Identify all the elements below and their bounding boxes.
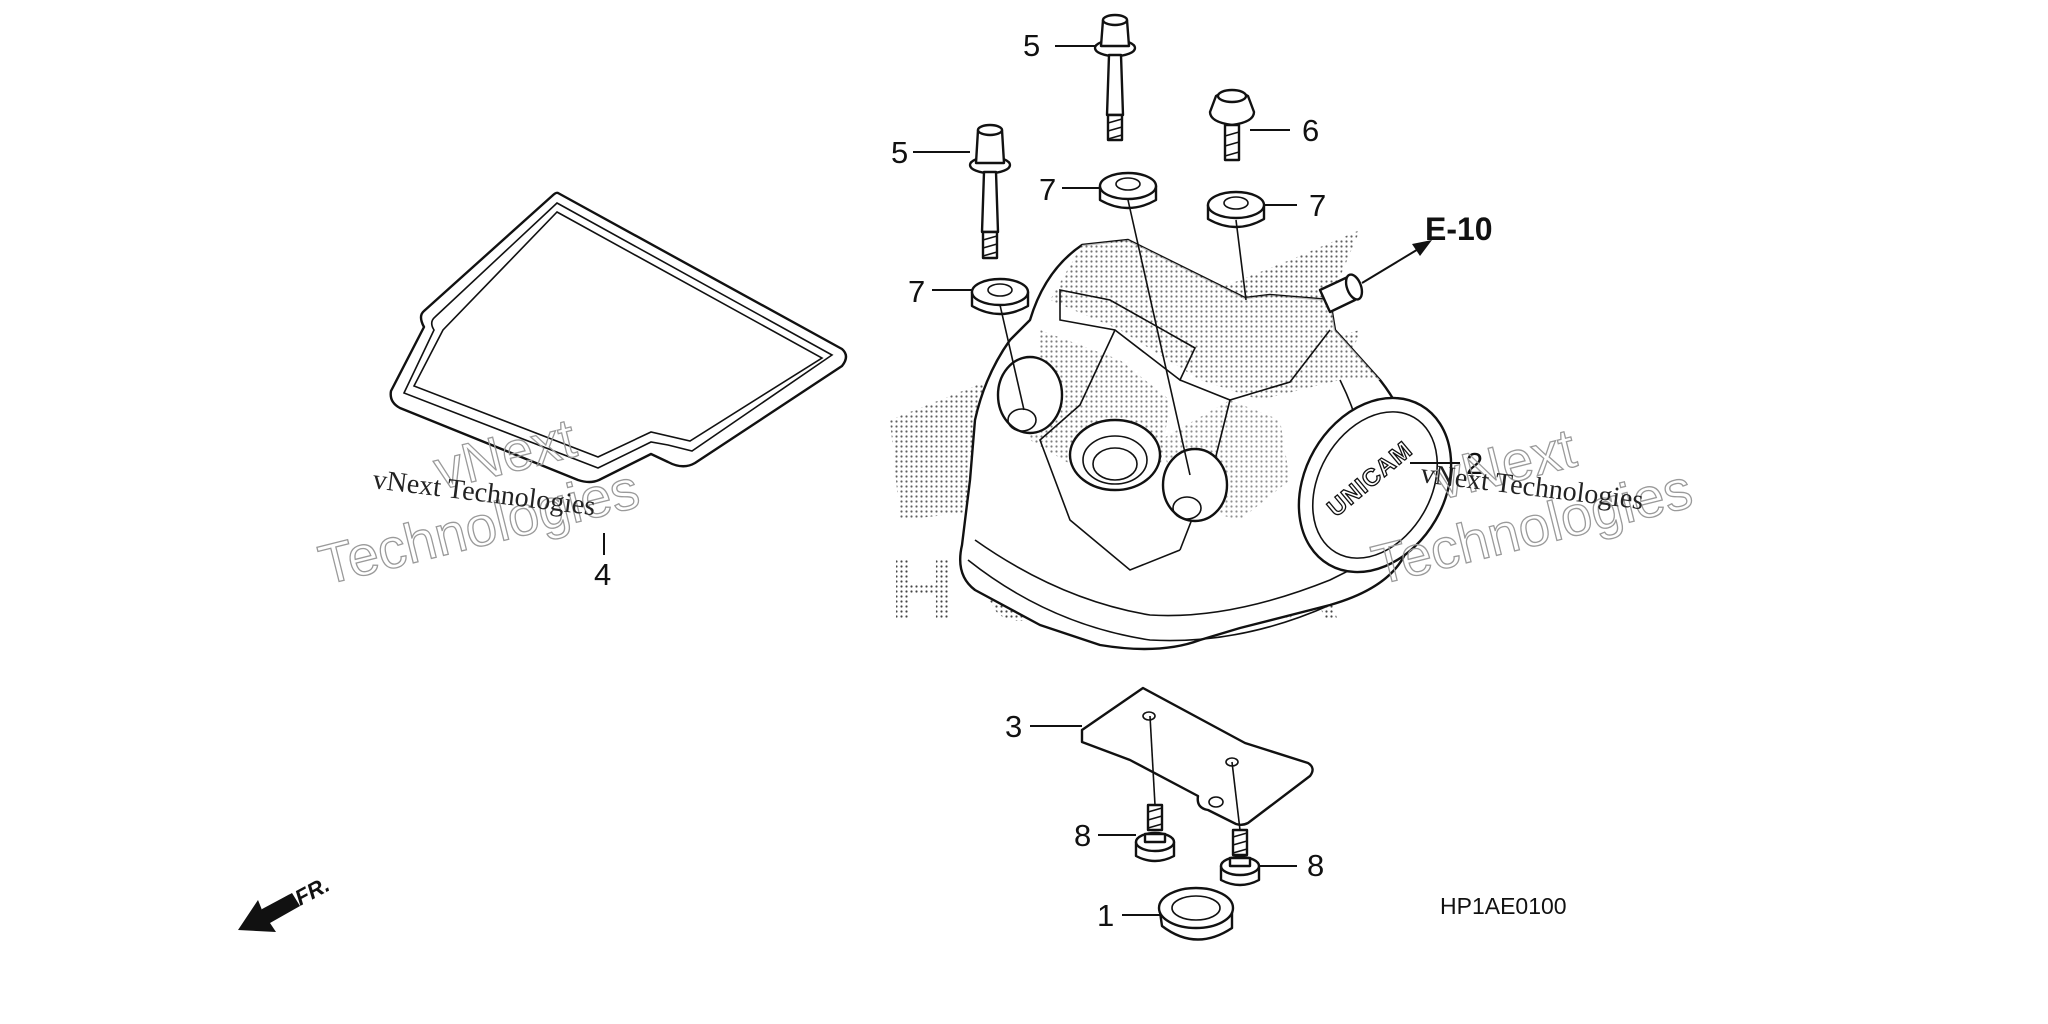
leader-lines — [603, 45, 1460, 916]
front-direction-arrow: FR. — [238, 872, 334, 932]
callout-8-left: 8 — [1074, 818, 1091, 853]
grommet-7-right — [1206, 190, 1266, 229]
callout-4: 4 — [594, 557, 611, 592]
bolt-5-left — [968, 123, 1012, 260]
callout-7-center: 7 — [1039, 172, 1056, 207]
grommet-7-center — [1098, 171, 1158, 210]
callout-7-right: 7 — [1309, 188, 1326, 223]
bolt-5-top — [1093, 13, 1137, 142]
part-code: HP1AE0100 — [1440, 893, 1567, 919]
callout-7-left: 7 — [908, 274, 925, 309]
callout-3: 3 — [1005, 709, 1022, 744]
reference-label: E-10 — [1425, 211, 1493, 247]
oil-seal — [1157, 886, 1235, 941]
callout-5-top: 5 — [1023, 28, 1040, 63]
callout-6: 6 — [1302, 113, 1319, 148]
grommet-7-left — [970, 277, 1030, 316]
breather-reference-arrow — [1361, 240, 1432, 284]
head-cover-gasket — [389, 191, 848, 484]
bolt-8-left — [1134, 803, 1176, 863]
callout-1: 1 — [1097, 898, 1114, 933]
cover-bracket — [1080, 686, 1314, 826]
cylinder-head-cover: UNICAM — [958, 238, 1453, 651]
callout-8-right: 8 — [1307, 848, 1324, 883]
callout-5-left: 5 — [891, 135, 908, 170]
bolt-8-right — [1219, 828, 1261, 887]
unicam-logo-panel: UNICAM — [1297, 396, 1453, 574]
callout-2: 2 — [1466, 446, 1483, 481]
bolt-6 — [1208, 88, 1256, 162]
